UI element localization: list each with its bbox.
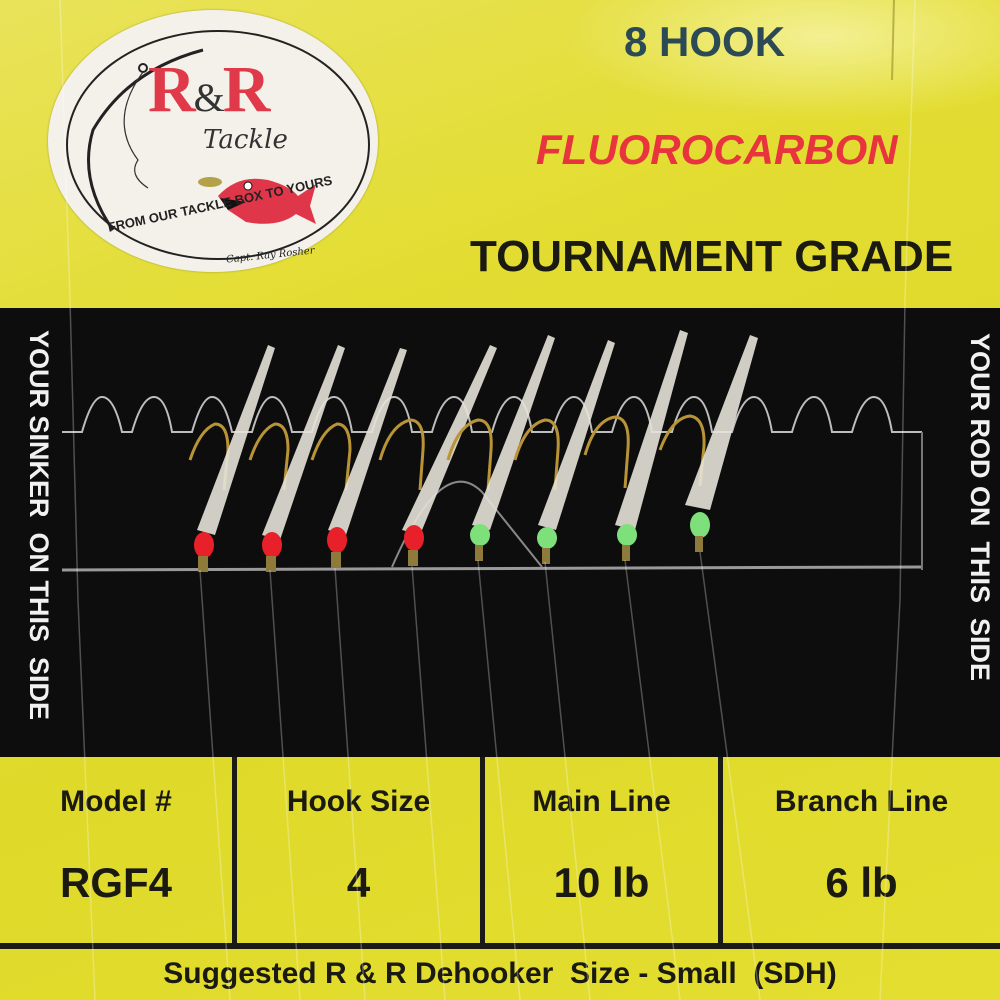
spec-branch-line: Branch Line 6 lb: [774, 785, 949, 906]
glare: [560, 0, 1000, 120]
rig-holder: [62, 395, 923, 572]
material-label: FLUOROCARBON: [536, 126, 898, 173]
brand-logo: R&R Tackle FROM OUR TACKLE BOX TO YOURS …: [48, 10, 378, 272]
sinker-side-label: YOUR SINKER ON THIS SIDE: [24, 330, 54, 721]
logo-tackle: Tackle: [203, 125, 288, 155]
grade-label: TOURNAMENT GRADE: [470, 232, 954, 281]
rod-side-label: YOUR ROD ON THIS SIDE: [965, 333, 995, 682]
logo-ring: [66, 30, 370, 260]
fishing-rod-icon: [87, 48, 204, 231]
card-header: R&R Tackle FROM OUR TACKLE BOX TO YOURS …: [0, 0, 1000, 308]
hook-count: 8 HOOK: [624, 18, 786, 65]
spec-model: Model # RGF4: [59, 785, 172, 906]
table-divider: [480, 757, 485, 947]
logo-rr: R&R: [148, 53, 270, 126]
dehooker-suggestion: Suggested R & R Dehooker Size - Small (S…: [163, 957, 837, 990]
fish-icon: [198, 177, 316, 224]
table-bottom-rule: [0, 943, 1000, 949]
spec-main-line: Main Line 10 lb: [532, 785, 671, 906]
table-divider: [232, 757, 237, 947]
specs-table: Model # RGF4 Hook Size 4 Main Line 10 lb…: [0, 757, 1000, 1000]
spec-hook-size: Hook Size 4: [286, 785, 431, 906]
table-divider: [718, 757, 723, 947]
